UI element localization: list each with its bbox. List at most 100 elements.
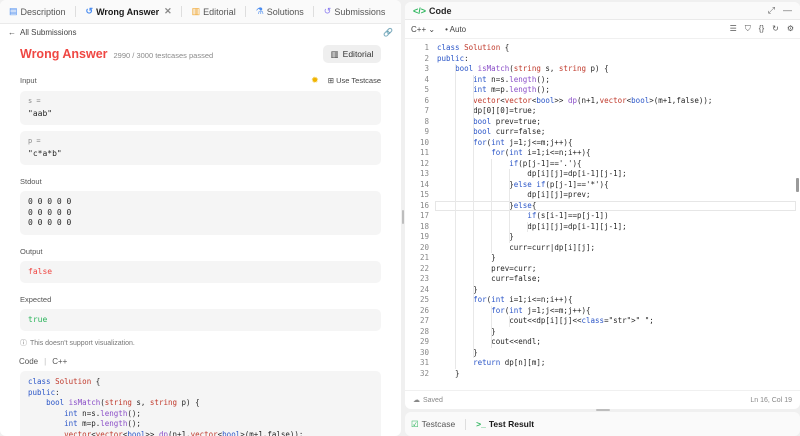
bug-icon[interactable]: ✹ <box>311 75 319 85</box>
line-number: 28 <box>419 326 429 336</box>
submission-content: Wrong Answer 2990 / 3000 testcases passe… <box>0 45 401 436</box>
code-line[interactable]: bool prev=true; <box>473 116 541 126</box>
tab-solutions[interactable]: ⚗ Solutions <box>251 0 319 24</box>
tab-editorial[interactable]: ▥ Editorial <box>187 0 251 24</box>
line-number: 10 <box>419 137 429 147</box>
all-submissions-link[interactable]: ← All Submissions <box>8 28 76 37</box>
editor-scrollbar[interactable] <box>796 178 799 192</box>
line-number: 3 <box>424 64 429 73</box>
reset-icon[interactable]: ↻ <box>772 24 779 33</box>
line-number: 12 <box>419 158 429 168</box>
code-line[interactable]: } <box>437 284 478 294</box>
code-line[interactable]: bool curr=false; <box>473 127 546 136</box>
code-line[interactable]: } <box>437 347 478 357</box>
preview-code-line: class Solution { <box>28 377 101 386</box>
indent-guide <box>509 169 511 243</box>
note-icon[interactable]: ☰ <box>729 24 737 33</box>
tab-submissions[interactable]: ↺ Submissions <box>319 0 391 24</box>
code-line[interactable]: curr=curr|dp[i][j]; <box>437 242 596 252</box>
code-brackets-icon: </> <box>413 5 427 16</box>
tab-testcase[interactable]: ☑ Testcase <box>411 419 455 430</box>
code-line[interactable]: curr=false; <box>437 274 541 283</box>
code-line[interactable]: class Solution { <box>437 43 510 52</box>
code-line[interactable]: } <box>437 253 496 262</box>
code-line[interactable]: if(s[i-1]==p[j-1]) <box>527 211 609 220</box>
code-line[interactable]: }else{ <box>437 200 537 210</box>
use-testcase-label: Use Testcase <box>336 76 381 85</box>
submission-panel: ▤ Description ↺ Wrong Answer ✕ ▥ Editori… <box>0 0 401 436</box>
expected-box: true <box>20 309 381 331</box>
code-line[interactable]: return dp[n][m]; <box>473 358 546 367</box>
code-line[interactable]: cout<<dp[i][j]<<class="str">" "; <box>509 316 654 325</box>
line-number: 29 <box>419 337 429 346</box>
close-icon[interactable]: ✕ <box>164 6 172 16</box>
editorial-button[interactable]: ▥ Editorial <box>323 45 381 63</box>
bookmark-icon[interactable]: ⛉ <box>744 24 751 33</box>
code-line[interactable]: } <box>437 326 496 336</box>
stdout-label: Stdout <box>20 177 42 186</box>
auto-mode[interactable]: • Auto <box>445 25 466 34</box>
tab-label: Wrong Answer <box>96 6 160 17</box>
link-icon[interactable]: 🔗 <box>383 27 393 37</box>
tab-wrong-answer[interactable]: ↺ Wrong Answer ✕ <box>81 0 187 24</box>
tab-divider <box>244 6 246 17</box>
code-line[interactable]: }else if(p[j-1]=='*'){ <box>437 179 609 189</box>
code-line[interactable]: dp[0][0]=true; <box>437 106 537 115</box>
preview-code-line: vector<vector<bool>> dp(n+1,vector<bool>… <box>64 429 304 436</box>
code-line[interactable]: bool isMatch(string s, string p) { <box>455 64 609 73</box>
code-line[interactable]: if(p[j-1]=='.'){ <box>509 158 582 168</box>
tab-label: Description <box>20 6 66 17</box>
editor-toolbar: C++ ⌄ • Auto ☰ ⛉ {} ↻ ⚙ <box>405 20 800 39</box>
code-line[interactable]: public: <box>437 53 469 63</box>
cloud-icon: ☁ <box>413 397 420 404</box>
code-line[interactable]: dp[i][j]=dp[i-1][j-1]; <box>437 169 627 178</box>
tab-description[interactable]: ▤ Description <box>4 0 81 24</box>
code-line[interactable]: for(int i=1;i<=n;i++){ <box>491 148 591 157</box>
code-line[interactable]: for(int i=1;i<=n;i++){ <box>473 295 573 304</box>
use-testcase-button[interactable]: ⊞ Use Testcase <box>328 76 381 85</box>
checkbox-icon: ☑ <box>411 418 419 429</box>
line-number: 32 <box>419 368 429 378</box>
param-value: "aab" <box>28 109 53 118</box>
line-number: 9 <box>424 127 429 136</box>
braces-icon[interactable]: {} <box>758 24 765 33</box>
tab-test-result[interactable]: >_ Test Result <box>476 419 534 429</box>
maximize-icon[interactable]: ⤢ <box>767 5 775 15</box>
line-number: 22 <box>419 263 429 273</box>
vertical-resize-handle[interactable] <box>402 210 404 224</box>
code-line[interactable]: for(int j=1;j<=m;j++){ <box>491 305 591 315</box>
language-select[interactable]: C++ ⌄ <box>411 25 435 34</box>
code-line[interactable]: dp[i][j]=prev; <box>437 190 591 199</box>
code-line[interactable]: dp[i][j]=dp[i-1][j-1]; <box>437 221 627 231</box>
preview-code-line: bool isMatch(string s, string p) { <box>46 398 200 407</box>
book-icon: ▥ <box>191 6 201 16</box>
horizontal-resize-handle[interactable] <box>596 409 610 411</box>
editorial-label: Editorial <box>342 49 374 59</box>
code-line[interactable]: vector<vector<bool>> dp(n+1,vector<bool>… <box>473 95 713 105</box>
code-line[interactable]: } <box>437 232 514 241</box>
line-number: 7 <box>424 106 429 115</box>
line-number: 31 <box>419 358 429 367</box>
line-number: 23 <box>419 274 429 283</box>
line-number: 15 <box>419 190 429 199</box>
code-line[interactable]: int n=s.length(); <box>473 74 550 84</box>
indent-guide <box>491 305 493 348</box>
code-line[interactable]: prev=curr; <box>437 263 537 273</box>
line-number: 5 <box>424 85 429 94</box>
code-line[interactable]: for(int j=1;j<=m;j++){ <box>473 137 573 147</box>
code-section-header: Code | C++ <box>19 357 68 366</box>
minimize-icon[interactable]: — <box>783 5 792 15</box>
code-line[interactable]: int m=p.length(); <box>473 85 550 94</box>
line-number: 25 <box>419 295 429 304</box>
saved-status: Saved <box>423 396 443 404</box>
code-line[interactable]: cout<<endl; <box>437 337 541 346</box>
param-key: s = <box>28 97 41 105</box>
use-testcase-group: ✹ ⊞ Use Testcase <box>311 75 381 86</box>
settings-icon[interactable]: ⚙ <box>786 24 794 33</box>
indent-guide <box>509 316 511 327</box>
history-icon: ↺ <box>85 6 94 16</box>
code-panel-title: Code <box>429 5 452 16</box>
code-line[interactable]: } <box>437 368 460 378</box>
